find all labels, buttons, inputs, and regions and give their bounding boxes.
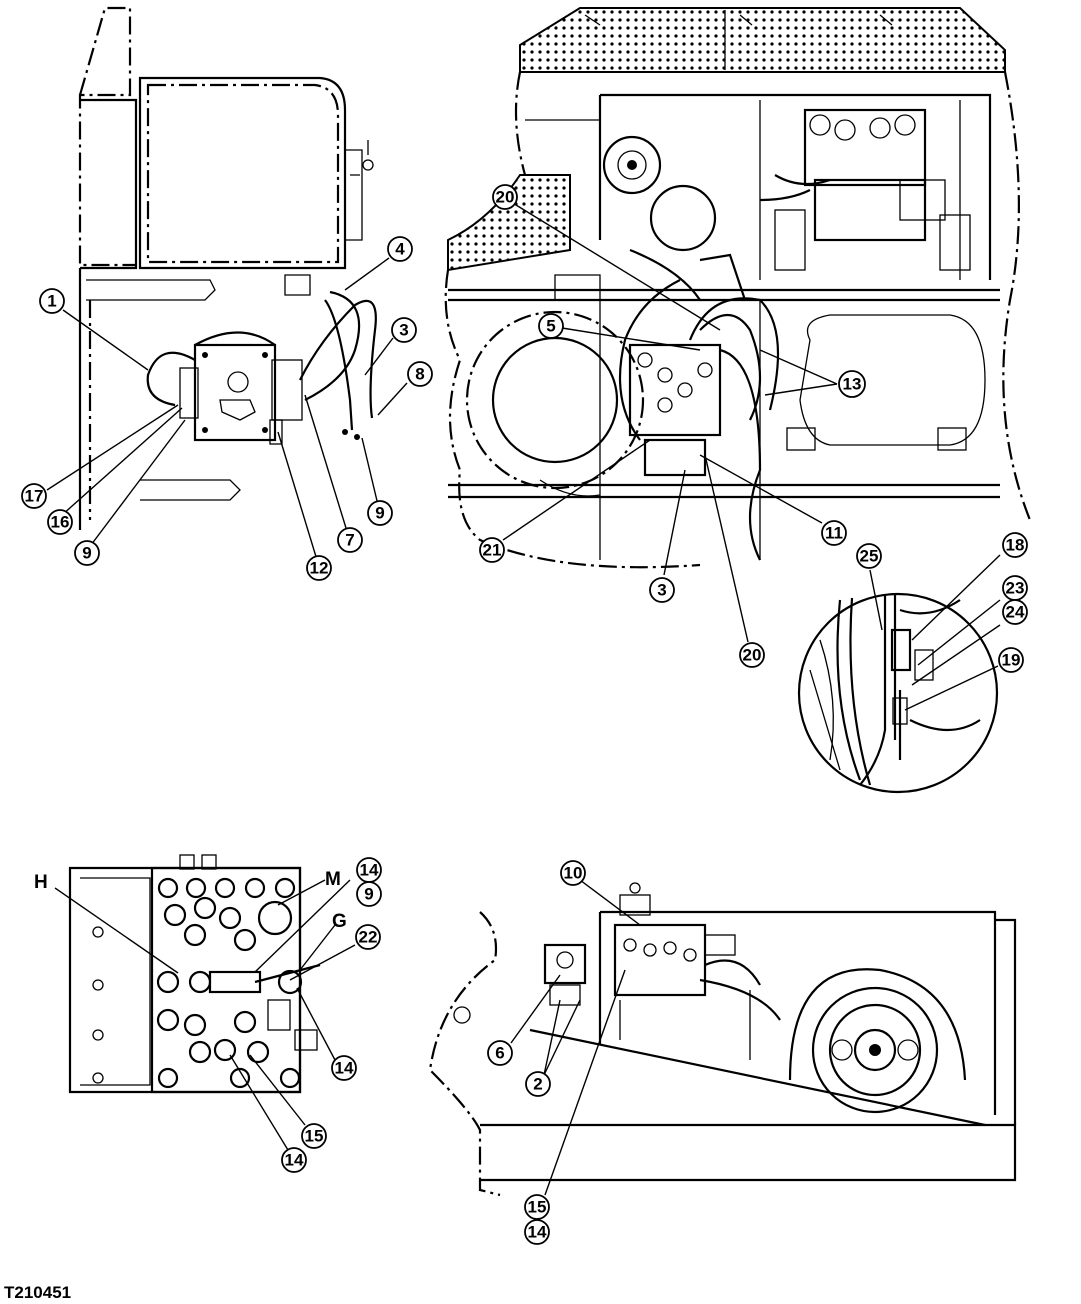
callout-23: 23 <box>1002 575 1028 601</box>
callout-21: 21 <box>479 537 505 563</box>
svg-text:14: 14 <box>285 1151 304 1170</box>
callout-10: 10 <box>560 860 586 886</box>
callout-14-b: 14 <box>331 1055 357 1081</box>
svg-text:9: 9 <box>82 544 91 563</box>
svg-text:4: 4 <box>395 240 405 259</box>
callout-24: 24 <box>1002 599 1028 625</box>
callout-17: 17 <box>21 483 47 509</box>
svg-text:13: 13 <box>843 375 862 394</box>
svg-text:19: 19 <box>1002 651 1021 670</box>
pilot-valve-manifold <box>613 882 781 1021</box>
callout-5: 5 <box>538 313 564 339</box>
swing-motor <box>788 968 967 1114</box>
callout-15: 15 <box>301 1123 327 1149</box>
view-bottom-left <box>68 854 321 1094</box>
central-valve-assembly <box>539 248 780 561</box>
callout-22: 22 <box>355 924 381 950</box>
view-top-left <box>78 6 377 530</box>
callout-13: 13 <box>838 370 866 398</box>
svg-text:5: 5 <box>546 317 555 336</box>
svg-text:11: 11 <box>825 524 843 543</box>
callout-1: 1 <box>39 288 65 314</box>
svg-text:8: 8 <box>415 365 424 384</box>
callout-14-c: 14 <box>281 1147 307 1173</box>
svg-text:9: 9 <box>364 885 373 904</box>
svg-text:9: 9 <box>375 504 384 523</box>
port-letters: H M G <box>34 869 347 932</box>
svg-text:20: 20 <box>743 646 762 665</box>
callout-19: 19 <box>998 647 1024 673</box>
callout-9-c: 9 <box>356 881 382 907</box>
callout-3-b: 3 <box>649 577 675 603</box>
svg-text:1: 1 <box>47 292 56 311</box>
callout-2: 2 <box>525 1071 551 1097</box>
valve-bank <box>759 100 971 280</box>
svg-text:14: 14 <box>528 1223 547 1242</box>
callout-8: 8 <box>407 361 433 387</box>
callout-20-b: 20 <box>739 642 765 668</box>
port-letter-h: H <box>34 872 48 893</box>
svg-text:22: 22 <box>359 928 378 947</box>
callout-11: 11 <box>821 520 847 546</box>
svg-text:18: 18 <box>1006 536 1025 555</box>
svg-text:3: 3 <box>657 581 666 600</box>
view-top-right <box>444 7 1032 569</box>
leader-lines <box>46 204 1001 1196</box>
svg-text:14: 14 <box>360 861 379 880</box>
svg-text:7: 7 <box>345 531 354 550</box>
view-bottom-right <box>428 882 1017 1197</box>
callout-18: 18 <box>1002 532 1028 558</box>
callout-4: 4 <box>387 236 413 262</box>
hydraulic-pump <box>602 135 717 252</box>
callout-12: 12 <box>306 555 332 581</box>
callout-25: 25 <box>856 543 882 569</box>
svg-text:14: 14 <box>335 1059 354 1078</box>
svg-text:16: 16 <box>51 513 70 532</box>
svg-text:3: 3 <box>399 321 408 340</box>
figure-id-label: T210451 <box>4 1283 72 1302</box>
callout-7: 7 <box>337 527 363 553</box>
callout-14-d: 14 <box>524 1219 550 1245</box>
callout-20: 20 <box>492 184 518 210</box>
port-fittings-group <box>156 877 321 1089</box>
port-letter-g: G <box>332 911 347 932</box>
port-letter-m: M <box>325 869 341 890</box>
svg-text:17: 17 <box>25 487 44 506</box>
svg-text:23: 23 <box>1006 579 1025 598</box>
svg-text:24: 24 <box>1006 603 1025 622</box>
callouts: 1 4 3 8 17 16 9 12 7 9 20 5 13 11 21 3 2… <box>21 184 1028 1245</box>
callout-3: 3 <box>391 317 417 343</box>
svg-text:25: 25 <box>860 547 879 566</box>
detail-circle-view <box>797 592 999 794</box>
callout-9-b: 9 <box>367 500 393 526</box>
svg-text:2: 2 <box>533 1075 542 1094</box>
callout-15-b: 15 <box>524 1194 550 1220</box>
callout-16: 16 <box>47 509 73 535</box>
callout-9: 9 <box>74 540 100 566</box>
callout-14: 14 <box>356 857 382 883</box>
svg-text:12: 12 <box>310 559 329 578</box>
svg-text:6: 6 <box>495 1044 504 1063</box>
svg-text:15: 15 <box>528 1198 547 1217</box>
callout-6: 6 <box>487 1040 513 1066</box>
control-valve-block <box>179 343 303 445</box>
svg-text:21: 21 <box>483 541 502 560</box>
svg-text:10: 10 <box>564 864 583 883</box>
svg-text:15: 15 <box>305 1127 324 1146</box>
svg-text:20: 20 <box>496 188 515 207</box>
solenoid-valve <box>543 943 587 1006</box>
